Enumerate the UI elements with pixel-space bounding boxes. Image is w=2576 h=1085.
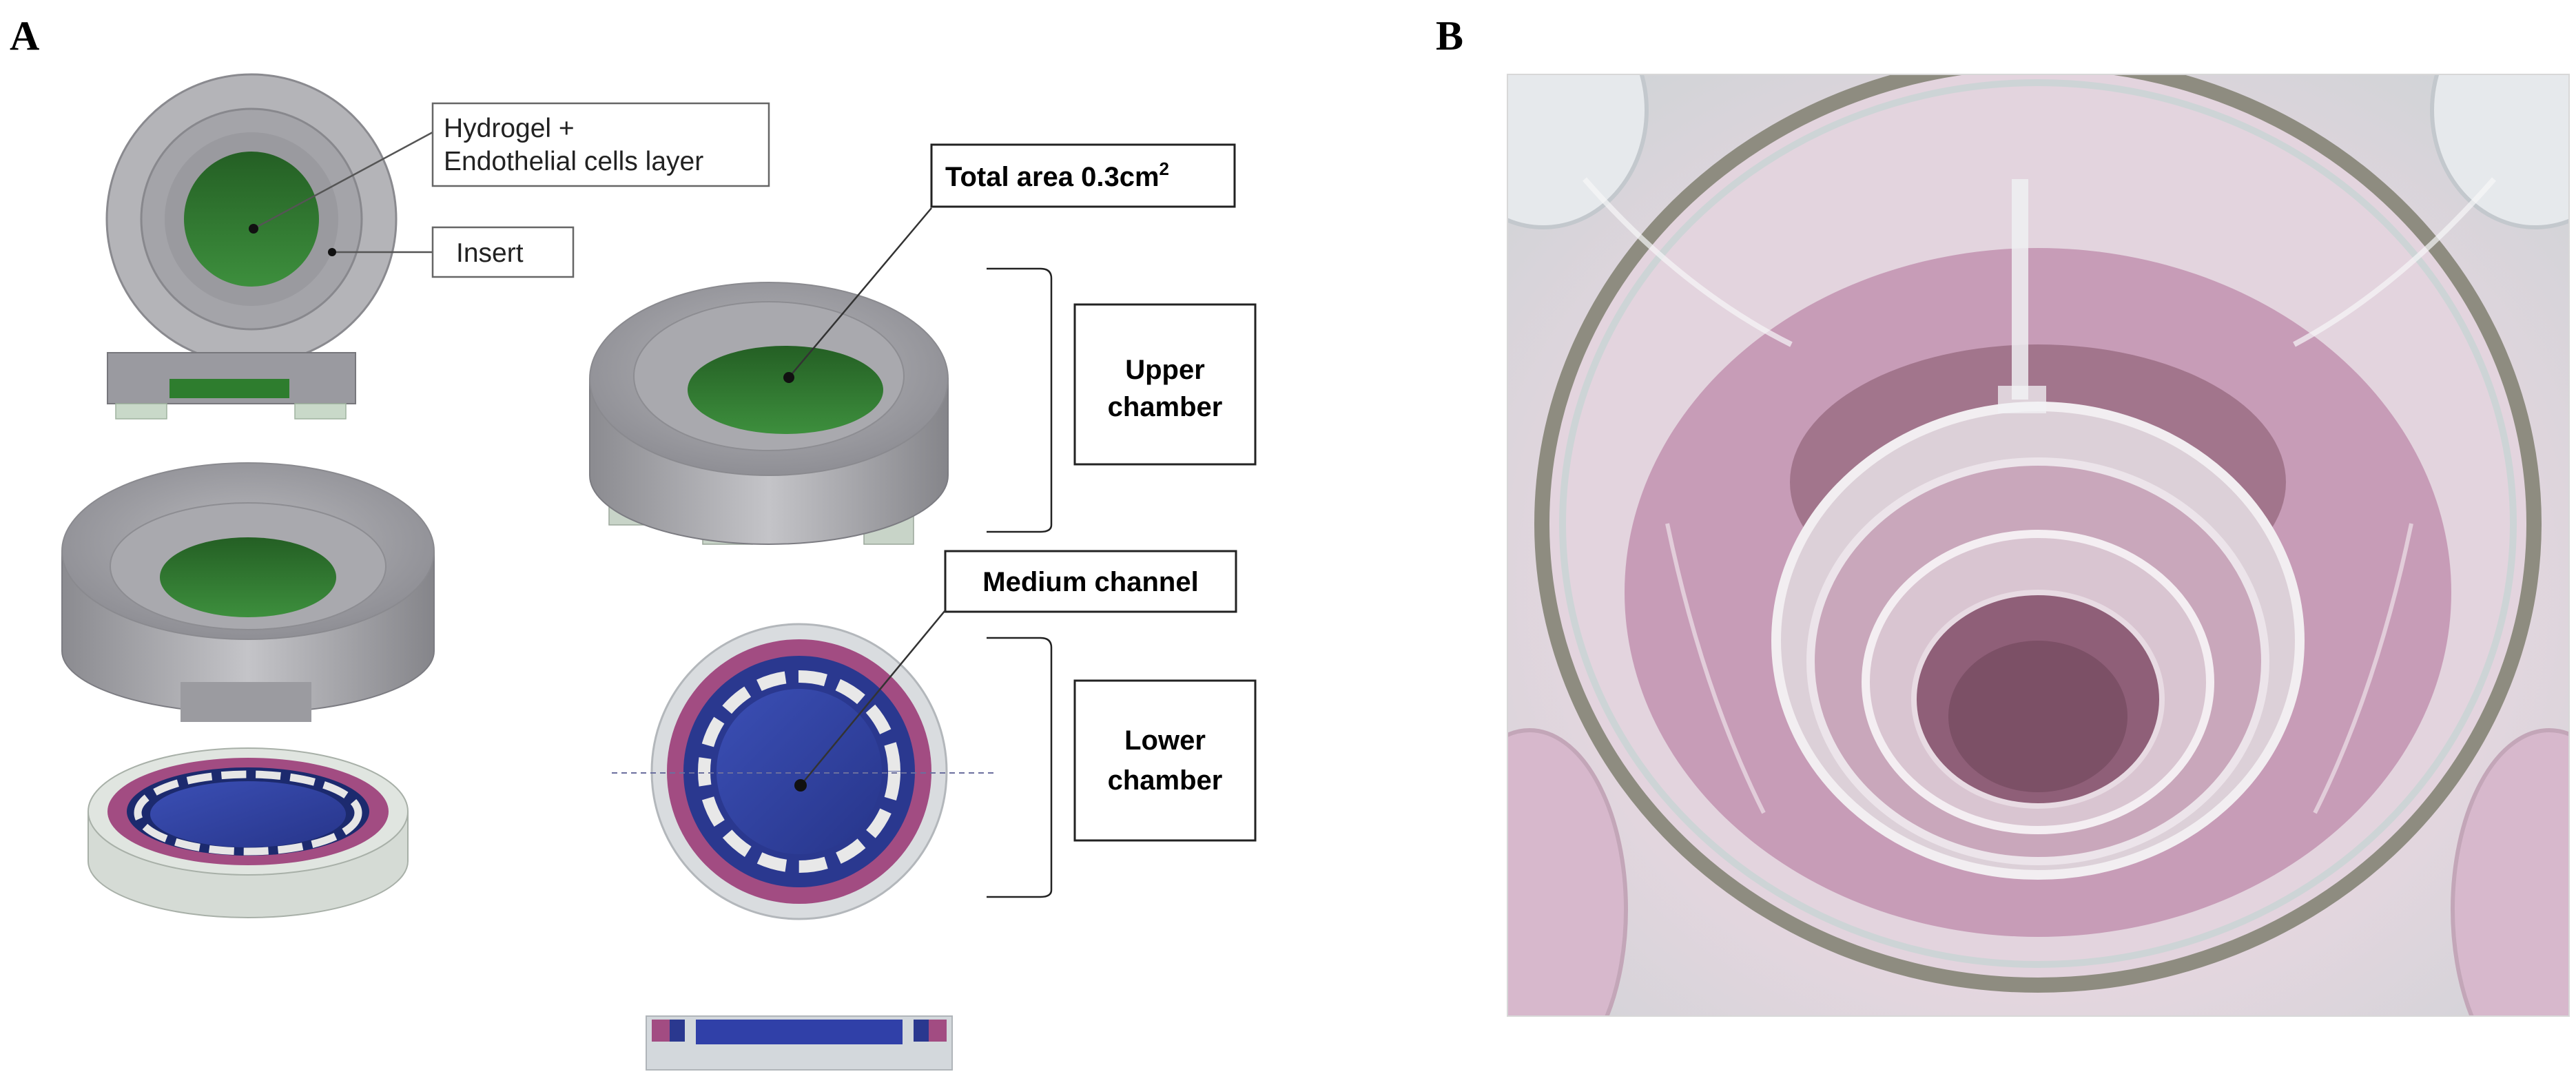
lower-chamber-line1: Lower xyxy=(1124,725,1206,756)
total-area-green xyxy=(688,346,883,434)
photo-border xyxy=(1507,74,2570,1017)
hydrogel-label-line1: Hydrogel + xyxy=(444,114,575,143)
insert-3d-right xyxy=(589,282,949,545)
panel-letter-b: B xyxy=(1436,13,1463,59)
total-area-label: Total area 0.3cm2 xyxy=(945,158,1169,192)
medium-channel-leader-line xyxy=(800,610,946,786)
panel-letter-a: A xyxy=(10,13,39,59)
insert-top-view xyxy=(105,73,398,365)
device-photo xyxy=(1507,74,2569,1016)
upper-chamber-bracket xyxy=(987,267,1053,533)
lower-chamber-line2: chamber xyxy=(1108,765,1223,796)
total-area-text: Total area 0.3cm xyxy=(945,162,1160,192)
hydrogel-leader-line xyxy=(253,131,433,230)
lower-chamber-3d-left xyxy=(87,747,409,918)
lower-chamber-top-view xyxy=(650,623,948,920)
hydrogel-point xyxy=(249,224,258,234)
medium-channel-point xyxy=(794,779,807,792)
lower-chamber-bracket xyxy=(987,637,1053,898)
hydrogel-label-box xyxy=(431,102,770,187)
medium-channel-label: Medium channel xyxy=(982,567,1198,597)
hydrogel-label-line2: Endothelial cells layer xyxy=(444,147,703,176)
insert-label-box xyxy=(431,226,575,278)
insert-label: Insert xyxy=(456,238,524,268)
medium-channel-label-box xyxy=(944,550,1237,613)
hydrogel-layer-3d xyxy=(160,537,336,617)
upper-chamber-line1: Upper xyxy=(1125,355,1205,385)
hydrogel-layer-top xyxy=(184,152,319,287)
insert-point xyxy=(328,248,336,256)
upper-chamber-label-box xyxy=(1073,303,1257,466)
total-area-point xyxy=(783,372,794,383)
insert-cross-section xyxy=(107,352,356,420)
total-area-superscript: 2 xyxy=(1160,158,1169,179)
lower-chamber-cross-section xyxy=(646,1015,953,1071)
total-area-leader-line xyxy=(788,207,932,378)
insert-3d-left xyxy=(61,462,435,722)
total-area-label-box xyxy=(930,143,1236,208)
upper-chamber-line2: chamber xyxy=(1108,392,1223,422)
lower-chamber-label-box xyxy=(1073,679,1257,842)
